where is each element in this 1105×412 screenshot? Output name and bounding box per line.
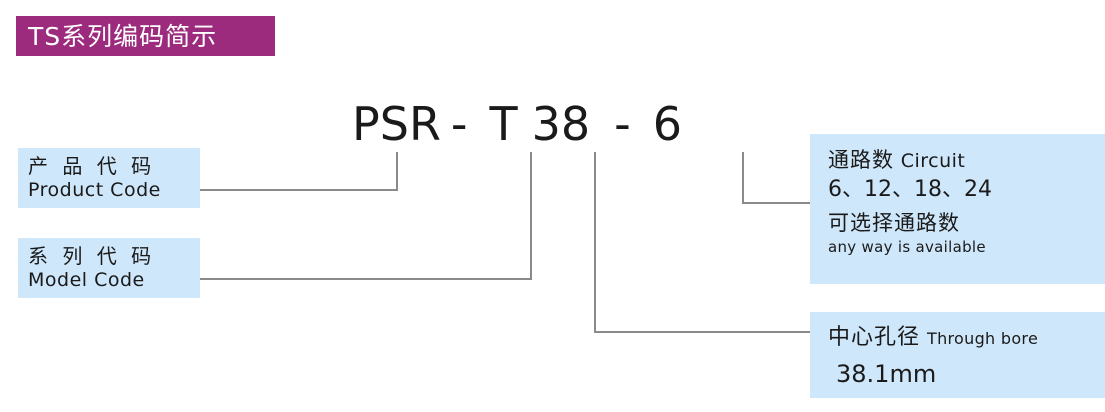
circuit-note-cn: 可选择通路数 xyxy=(828,211,960,236)
model-code-cn: 系 列 代 码 xyxy=(28,244,156,268)
circuit-label-row: 通路数 Circuit xyxy=(828,146,1105,175)
title-banner: TS系列编码简示 xyxy=(16,16,275,56)
callout-through-bore: 中心孔径 Through bore 38.1mm xyxy=(810,312,1105,398)
code-dash-2: - xyxy=(614,97,631,151)
circuit-values: 6、12、18、24 xyxy=(828,176,992,202)
leader-line-bore-vertical xyxy=(594,152,596,332)
product-code-en: Product Code xyxy=(28,179,161,201)
leader-line-bore-horizontal xyxy=(594,331,812,333)
circuit-label-cn: 通路数 xyxy=(828,148,894,172)
bore-label-en: Through bore xyxy=(927,329,1039,348)
circuit-note-en: any way is available xyxy=(828,237,986,256)
leader-line-product-horizontal xyxy=(200,189,398,191)
callout-circuit: 通路数 Circuit 6、12、18、24 可选择通路数 any way is… xyxy=(810,134,1105,284)
leader-line-model-horizontal xyxy=(200,278,532,280)
code-part-bore: 38 xyxy=(531,97,591,151)
page-title: TS系列编码简示 xyxy=(28,21,218,51)
bore-label-cn: 中心孔径 xyxy=(828,325,921,350)
leader-line-product-vertical xyxy=(396,152,398,191)
bore-value: 38.1mm xyxy=(836,359,937,388)
product-code-cn: 产 品 代 码 xyxy=(28,154,156,178)
product-code-string: PSR - T 38 - 6 xyxy=(352,96,682,152)
bore-label-row: 中心孔径 Through bore xyxy=(828,324,1105,353)
code-part-product: PSR xyxy=(352,97,441,151)
code-part-circuit: 6 xyxy=(652,97,683,151)
code-dash-1: - xyxy=(450,97,468,151)
leader-line-model-vertical xyxy=(530,152,532,280)
callout-product-code: 产 品 代 码 Product Code xyxy=(18,148,200,208)
leader-line-circuit-horizontal xyxy=(742,202,812,204)
circuit-label-en: Circuit xyxy=(900,150,966,172)
code-part-model: T xyxy=(489,97,518,151)
model-code-en: Model Code xyxy=(28,269,145,291)
leader-line-circuit-vertical xyxy=(742,152,744,204)
callout-model-code: 系 列 代 码 Model Code xyxy=(18,238,200,298)
